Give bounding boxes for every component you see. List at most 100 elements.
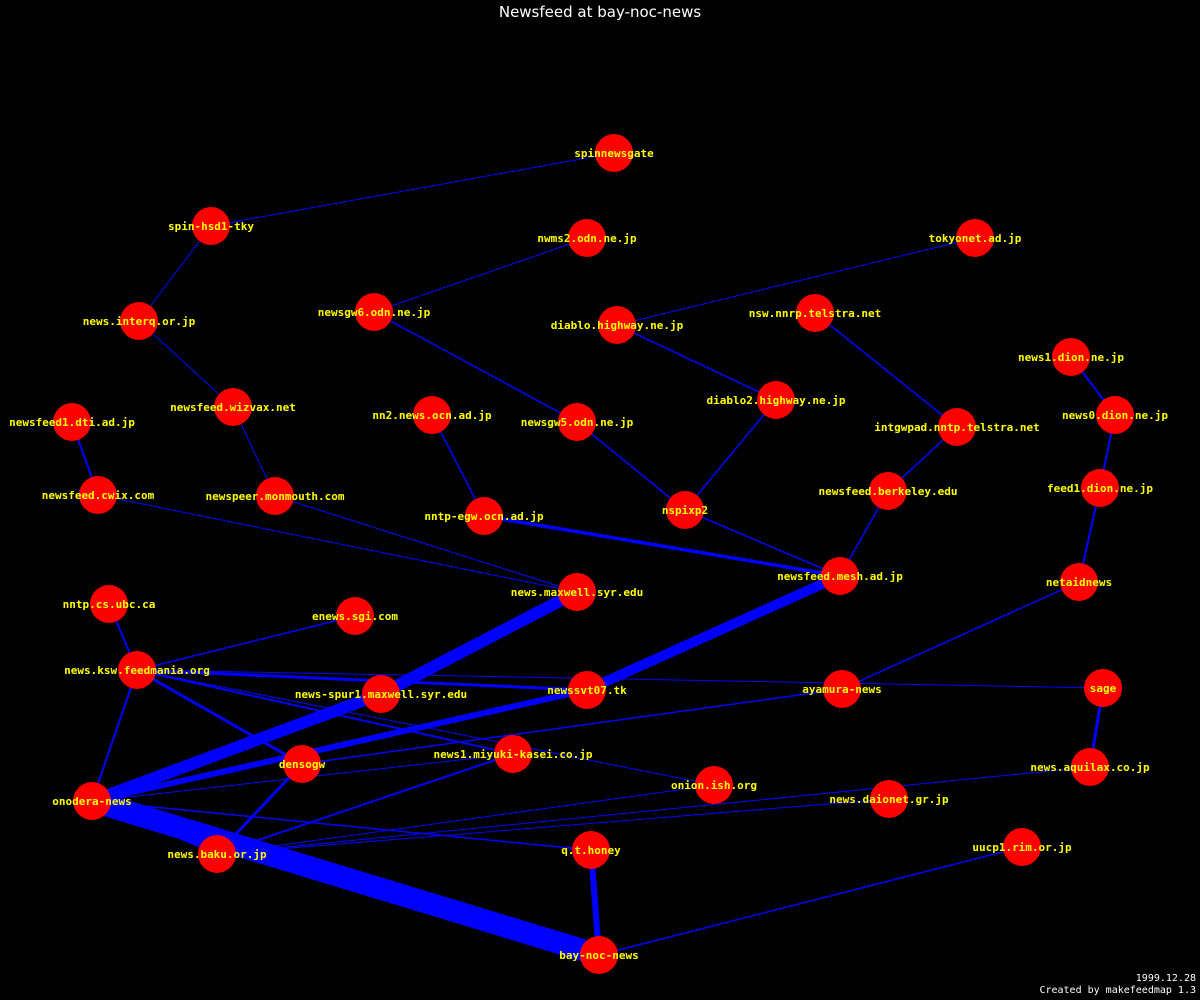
node-label-dti: newsfeed1.dti.ad.jp (9, 416, 135, 429)
node-label-cwix: newsfeed.cwix.com (42, 489, 155, 502)
edge-onodera-qthoney (91, 800, 592, 851)
edge-ksw-newssvt07 (136, 668, 588, 692)
footer: 1999.12.28 Created by makefeedmap 1.3 (1039, 973, 1196, 997)
node-nspixp2 (666, 491, 704, 529)
edge-telstra-nsw-intgwpad (814, 312, 958, 428)
node-newsgw5 (558, 403, 596, 441)
node-label-interq: news.interq.or.jp (83, 315, 196, 328)
node-label-news0-dion: news0.dion.ne.jp (1062, 409, 1168, 422)
node-news0-dion (1096, 396, 1134, 434)
node-densogw (283, 745, 321, 783)
edge-maxwell-spur1 (378, 586, 580, 700)
node-ksw (118, 651, 156, 689)
edge-ayamura-densogw (301, 688, 843, 765)
labels-layer: spinnewsgatespin-hsd1-tkynwms2.odn.ne.jp… (9, 147, 1168, 962)
node-baynoc (580, 936, 618, 974)
edge-nwms2-newsgw6 (373, 237, 588, 313)
node-nwms2 (568, 219, 606, 257)
node-wizvax (214, 388, 252, 426)
node-label-diablo: diablo.highway.ne.jp (551, 319, 684, 332)
node-label-netaidnews: netaidnews (1046, 576, 1112, 589)
edge-newsgw5-nspixp2 (576, 421, 686, 511)
edge-onodera-baynoc (88, 790, 603, 966)
edge-diablo-diablo2 (616, 324, 777, 401)
edge-onion-baku (216, 784, 715, 855)
node-onion (695, 766, 733, 804)
nodes-layer (53, 134, 1134, 974)
node-diablo2 (757, 381, 795, 419)
node-label-mesh: newsfeed.mesh.ad.jp (777, 570, 903, 583)
node-sage (1084, 669, 1122, 707)
node-onodera (73, 782, 111, 820)
edge-interq-wizvax (138, 320, 234, 408)
node-label-onodera: onodera-news (52, 795, 131, 808)
node-ubc (90, 585, 128, 623)
node-berkeley (869, 472, 907, 510)
node-qthoney (572, 831, 610, 869)
edge-ksw-miyuki (136, 669, 514, 755)
page-title: Newsfeed at bay-noc-news (498, 3, 702, 21)
node-label-monmouth: newspeer.monmouth.com (205, 490, 344, 503)
node-newsgw6 (355, 293, 393, 331)
node-dti (53, 403, 91, 441)
node-label-nwms2: nwms2.odn.ne.jp (537, 232, 637, 245)
node-label-daionet: news.daionet.gr.jp (829, 793, 949, 806)
node-label-newssvt07: newssvt07.tk (547, 684, 627, 697)
node-label-maxwell: news.maxwell.syr.edu (511, 586, 643, 599)
edge-uucp1-baynoc (598, 846, 1023, 956)
edge-nspixp2-mesh (684, 509, 841, 577)
edge-cwix-maxwell (97, 494, 578, 593)
node-label-spinnewsgate: spinnewsgate (574, 147, 654, 160)
node-label-newsgw6: newsgw6.odn.ne.jp (318, 306, 431, 319)
node-label-nspixp2: nspixp2 (662, 504, 708, 517)
node-label-intgwpad: intgwpad.nntp.telstra.net (874, 421, 1040, 434)
edge-spur1-onodera (89, 688, 384, 807)
node-label-tokyonet: tokyonet.ad.jp (929, 232, 1022, 245)
node-uucp1 (1003, 828, 1041, 866)
node-label-wizvax: newsfeed.wizvax.net (170, 401, 296, 414)
node-label-baynoc: bay-noc-news (559, 949, 638, 962)
edge-ksw-onion (136, 669, 715, 786)
node-mesh (821, 557, 859, 595)
edge-miyuki-baku (216, 753, 514, 855)
node-label-newsgw5: newsgw5.odn.ne.jp (521, 416, 634, 429)
node-label-nn2-ocn: nn2.news.ocn.ad.jp (372, 409, 492, 422)
node-diablo (598, 306, 636, 344)
node-label-uucp1: uucp1.rim.or.jp (972, 841, 1072, 854)
node-maxwell (558, 573, 596, 611)
node-label-diablo2: diablo2.highway.ne.jp (706, 394, 845, 407)
node-label-nntp-egw: nntp-egw.ocn.ad.jp (424, 510, 544, 523)
node-baku (198, 835, 236, 873)
node-label-ayamura: ayamura-news (802, 683, 881, 696)
node-ayamura (823, 670, 861, 708)
edge-mesh-newssvt07 (584, 571, 843, 695)
node-cwix (79, 476, 117, 514)
node-spin-hsd1-tky (192, 207, 230, 245)
footer-credit: Created by makefeedmap 1.3 (1039, 985, 1196, 996)
node-label-aquilax: news.aquilax.co.jp (1030, 761, 1150, 774)
node-miyuki (494, 735, 532, 773)
node-tokyonet (956, 219, 994, 257)
node-label-spur1: news-spur1.maxwell.syr.edu (295, 688, 467, 701)
node-telstra-nsw (796, 294, 834, 332)
edge-ksw-onodera (91, 669, 138, 802)
edge-ksw-densogw (136, 668, 303, 766)
edge-daionet-baku (216, 798, 890, 855)
edge-spin-hsd1-tky-interq (138, 225, 212, 322)
edge-diablo2-nspixp2 (684, 399, 777, 511)
node-news1-dion (1052, 338, 1090, 376)
node-label-telstra-nsw: nsw.nnrp.telstra.net (749, 307, 881, 320)
edge-aquilax-baku (216, 766, 1091, 855)
node-label-miyuki: news1.miyuki-kasei.co.jp (434, 748, 593, 761)
node-feed1-dion (1081, 469, 1119, 507)
footer-date: 1999.12.28 (1135, 973, 1196, 984)
node-label-densogw: densogw (279, 758, 326, 771)
edge-nntp-egw-mesh (483, 514, 841, 578)
node-intgwpad (938, 408, 976, 446)
node-nn2-ocn (413, 396, 451, 434)
edge-ksw-sage (136, 669, 1104, 689)
node-label-ubc: nntp.cs.ubc.ca (63, 598, 156, 611)
node-aquilax (1071, 748, 1109, 786)
node-label-sgi: enews.sgi.com (312, 610, 398, 623)
